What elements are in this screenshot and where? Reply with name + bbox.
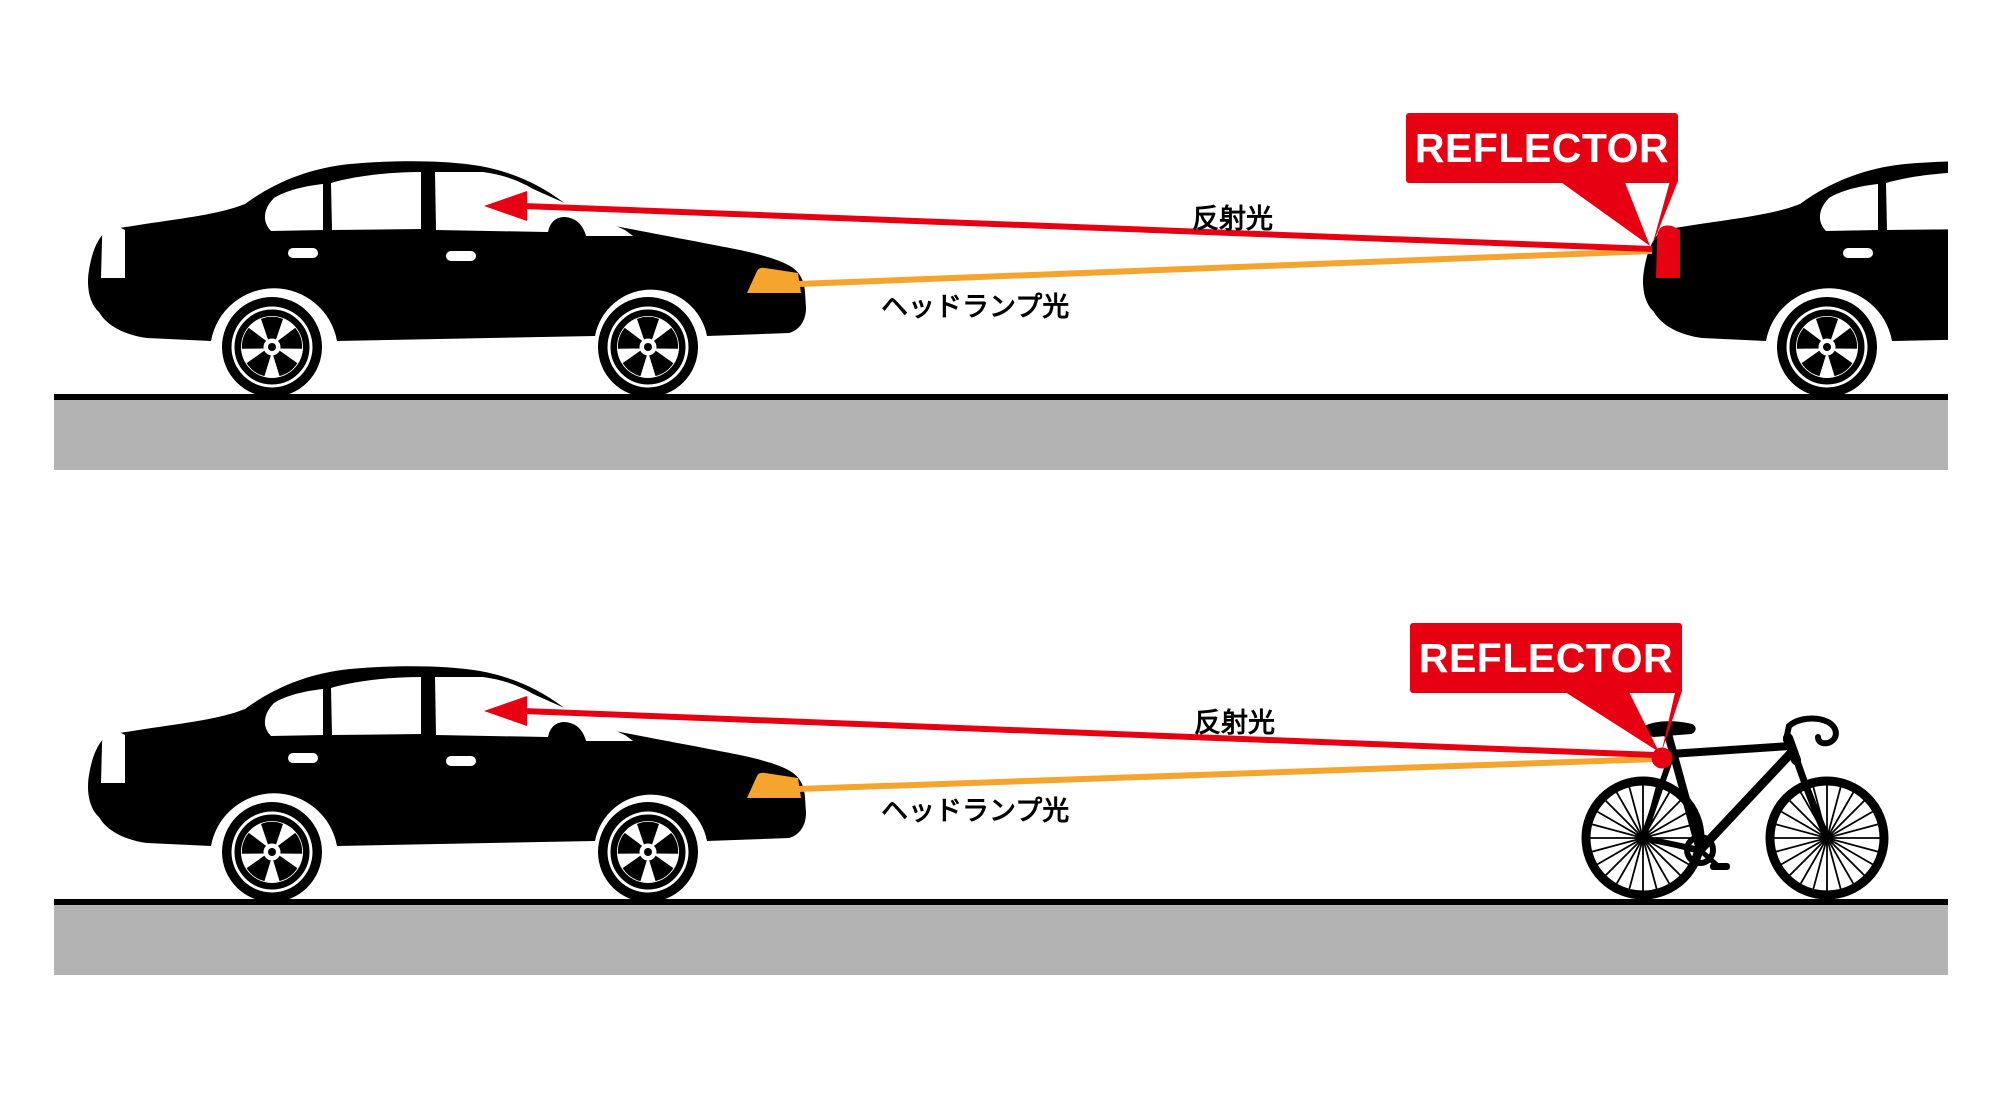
reflected-ray-arrowhead-top <box>484 191 527 221</box>
road-bottom <box>54 899 1948 975</box>
road-top <box>54 394 1948 470</box>
pedal <box>1710 863 1730 870</box>
reflector-badge-top: REFLECTOR <box>1406 113 1678 183</box>
reflected-ray-top <box>522 203 1653 252</box>
headlamp-light-label-top: ヘッドランプ光 <box>881 292 1070 322</box>
reflector-badge-bottom: REFLECTOR <box>1410 623 1682 693</box>
reflected-light-label-bottom: 反射光 <box>1194 708 1275 738</box>
reflected-ray-bottom <box>522 708 1656 758</box>
bicycle-with-reflector <box>1552 715 1892 904</box>
headlamp-light-label-bottom: ヘッドランプ光 <box>881 796 1070 826</box>
reflected-ray-arrowhead-bottom <box>484 696 527 726</box>
reflected-light-label-top: 反射光 <box>1192 204 1273 234</box>
bicycle-frame <box>1640 715 1839 869</box>
headlamp-ray-top <box>797 248 1653 287</box>
handlebar <box>1783 715 1839 747</box>
saddle <box>1644 721 1696 737</box>
bicycle-reflector-dot <box>1651 747 1673 769</box>
chainring <box>1684 834 1716 866</box>
reflector-badge-tail-top <box>1558 180 1650 246</box>
headlamp-ray-bottom <box>797 756 1657 792</box>
reflector-badge-tail-bottom <box>1562 690 1659 752</box>
